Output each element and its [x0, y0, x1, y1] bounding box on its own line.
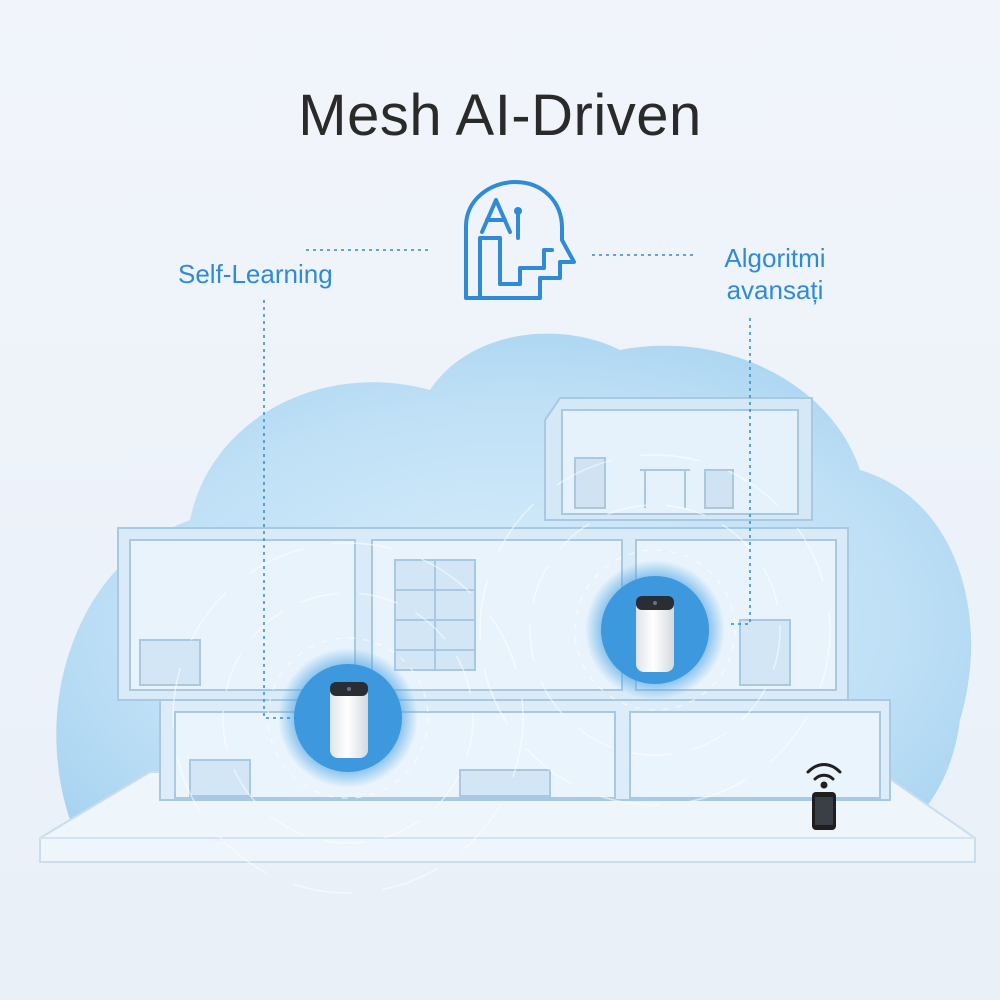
wifi-icon	[806, 763, 842, 789]
advanced-algorithms-line2: avansați	[726, 275, 824, 305]
advanced-algorithms-label: Algoritmi avansați	[700, 242, 850, 306]
self-learning-label: Self-Learning	[178, 259, 333, 289]
advanced-algorithms-line1: Algoritmi	[724, 243, 826, 273]
mesh-router-icon	[636, 596, 674, 672]
mesh-router-icon	[330, 682, 368, 758]
page-title: Mesh AI-Driven	[298, 83, 702, 148]
connector-lines	[263, 249, 751, 719]
ai-head-icon	[464, 180, 576, 300]
smartphone-icon	[812, 792, 836, 830]
signal-rings	[172, 454, 831, 894]
